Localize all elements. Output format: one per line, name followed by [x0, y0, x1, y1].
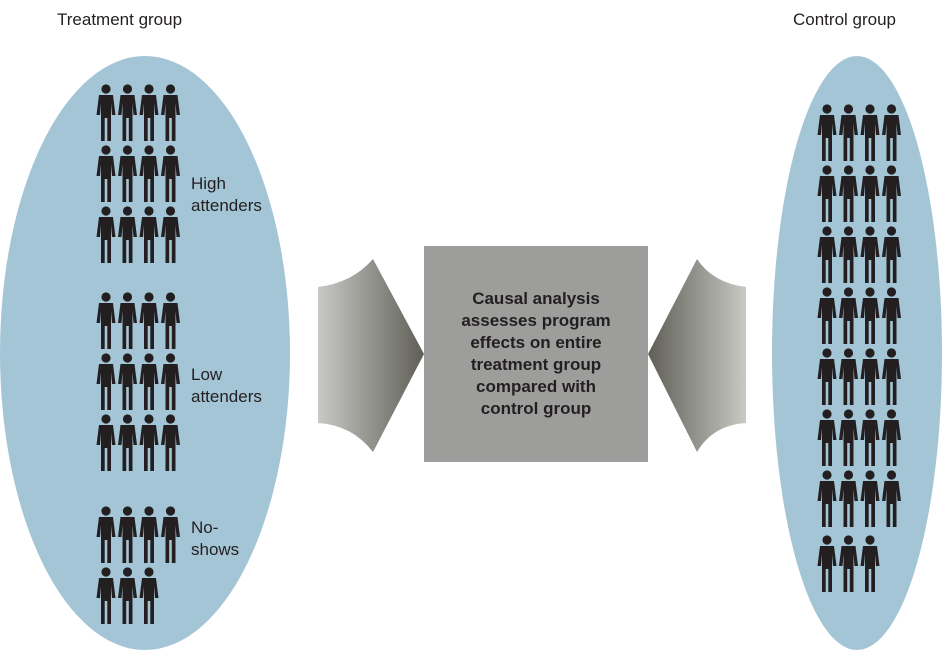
control-group-title: Control group — [793, 10, 897, 29]
causal-analysis-box: Causal analysis assesses program effects… — [424, 246, 648, 462]
control-group-ellipse — [772, 56, 942, 650]
causal-analysis-text: Causal analysis assesses program effects… — [461, 289, 611, 418]
high-attenders-label: High attenders — [191, 174, 262, 215]
no-shows-label: No- shows — [191, 518, 240, 559]
low-attenders-label: Low attenders — [191, 365, 262, 406]
funnel-arrow-left-icon — [648, 259, 746, 452]
treatment-group-title: Treatment group — [57, 10, 183, 29]
funnel-arrow-right-icon — [318, 259, 424, 452]
treatment-group-ellipse — [0, 56, 290, 650]
